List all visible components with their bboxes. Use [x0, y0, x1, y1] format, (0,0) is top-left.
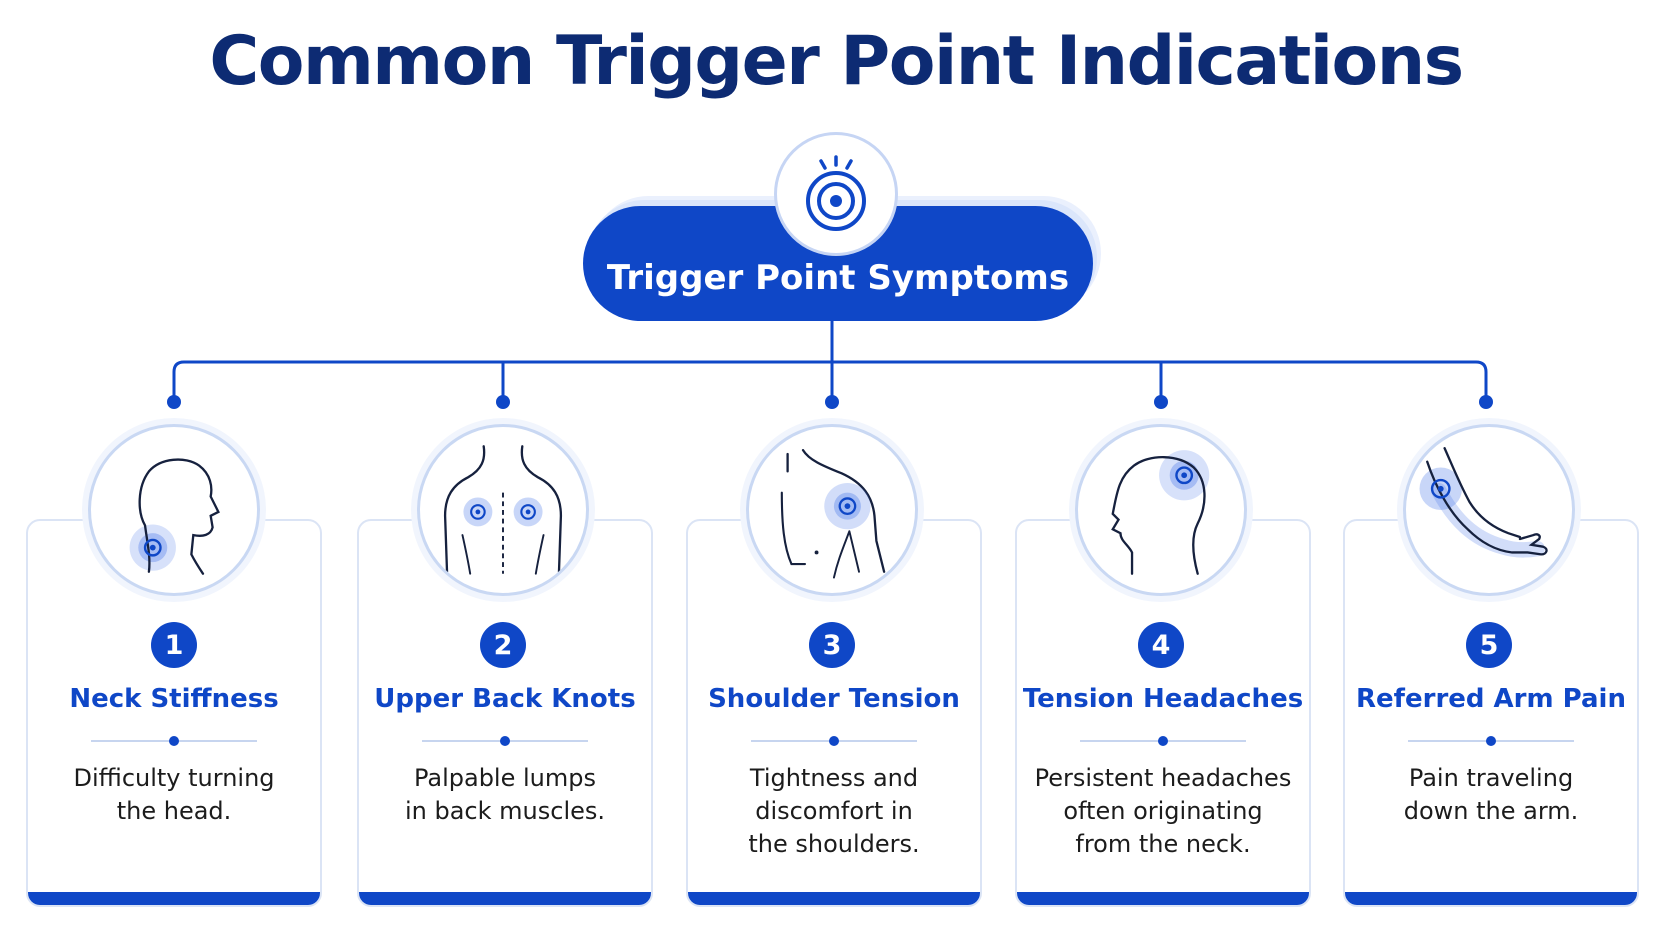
symptom-description: Difficulty turning the head. — [73, 764, 275, 825]
card-divider-dot — [500, 736, 510, 746]
symptom-description: Persistent headaches often originating f… — [1034, 764, 1292, 858]
head-profile-icon — [1075, 424, 1247, 596]
step-number-badge: 4 — [1138, 622, 1184, 668]
symptom-title: Shoulder Tension — [708, 684, 960, 714]
target-icon — [774, 132, 898, 256]
card-accent-bar — [28, 892, 320, 905]
shoulder-icon — [746, 424, 918, 596]
symptom-description: Pain traveling down the arm. — [1403, 764, 1579, 825]
card-accent-bar — [1345, 892, 1637, 905]
symptom-title: Tension Headaches — [1022, 684, 1304, 714]
hub-label: Trigger Point Symptoms — [606, 257, 1070, 298]
card-divider-dot — [1158, 736, 1168, 746]
symptom-title: Upper Back Knots — [374, 684, 636, 714]
symptom-title: Referred Arm Pain — [1356, 684, 1626, 714]
card-divider-dot — [1486, 736, 1496, 746]
arm-icon — [1403, 424, 1575, 596]
card-accent-bar — [359, 892, 651, 905]
symptom-description: Palpable lumps in back muscles. — [404, 764, 606, 825]
step-number-badge: 5 — [1466, 622, 1512, 668]
symptom-description: Tightness and discomfort in the shoulder… — [748, 764, 920, 858]
upper-back-icon — [417, 424, 589, 596]
card-divider-dot — [169, 736, 179, 746]
card-accent-bar — [688, 892, 980, 905]
neck-profile-icon — [88, 424, 260, 596]
symptom-title: Neck Stiffness — [69, 684, 279, 714]
step-number-badge: 1 — [151, 622, 197, 668]
step-number-badge: 3 — [809, 622, 855, 668]
page-title: Common Trigger Point Indications — [209, 22, 1464, 101]
step-number-badge: 2 — [480, 622, 526, 668]
card-accent-bar — [1017, 892, 1309, 905]
card-divider-dot — [829, 736, 839, 746]
